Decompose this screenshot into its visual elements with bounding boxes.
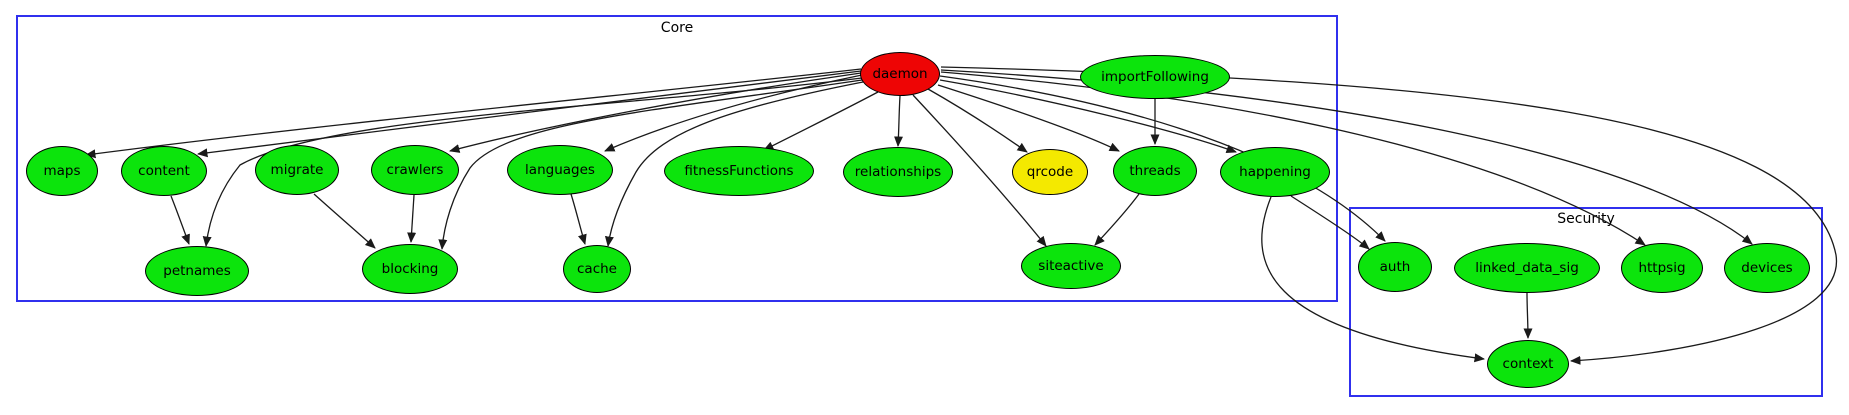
node-maps: maps: [26, 146, 98, 196]
cluster-core-label: Core: [660, 20, 694, 36]
node-httpsig: httpsig: [1621, 243, 1703, 293]
node-migrate: migrate: [255, 145, 339, 195]
edge-daemon-fitnessFunctions: [763, 91, 879, 151]
cluster-core: [16, 15, 1338, 302]
node-crawlers: crawlers: [371, 145, 459, 195]
edge-daemon-httpsig: [940, 71, 1646, 246]
edge-languages-cache: [570, 193, 587, 245]
edge-daemon-crawlers: [449, 72, 862, 153]
node-relationships: relationships: [843, 147, 953, 197]
node-petnames: petnames: [145, 246, 249, 296]
node-blocking: blocking: [362, 244, 458, 294]
cluster-security: [1349, 207, 1823, 397]
node-siteactive: siteactive: [1021, 243, 1121, 289]
edge-daemon-threads: [937, 84, 1120, 152]
edge-content-petnames: [170, 195, 190, 245]
node-qrcode: qrcode: [1012, 149, 1088, 195]
edge-daemon-relationships: [894, 95, 904, 147]
edge-daemon-qrcode: [927, 88, 1028, 153]
node-cache: cache: [563, 245, 631, 293]
node-happening: happening: [1220, 147, 1330, 197]
node-devices: devices: [1724, 243, 1810, 293]
node-auth: auth: [1358, 242, 1432, 292]
edge-daemon-siteactive: [912, 94, 1047, 247]
edge-daemon-cache: [604, 81, 864, 247]
node-daemon: daemon: [860, 52, 940, 96]
edge-daemon-happening: [939, 79, 1237, 154]
node-importFollowing: importFollowing: [1080, 55, 1230, 99]
edge-daemon-languages: [604, 74, 863, 152]
edge-linked_data_sig-context: [1523, 292, 1533, 339]
edge-daemon-petnames: [202, 77, 863, 247]
edge-daemon-content: [197, 70, 862, 158]
edge-daemon-blocking: [438, 79, 863, 250]
edge-threads-siteactive: [1094, 193, 1140, 246]
node-languages: languages: [507, 145, 613, 195]
edge-happening-context: [1261, 196, 1485, 363]
edge-crawlers-blocking: [407, 194, 417, 243]
edge-happening-auth: [1290, 195, 1370, 250]
node-linked_data_sig: linked_data_sig: [1454, 243, 1600, 293]
node-content: content: [121, 146, 207, 196]
node-threads: threads: [1113, 146, 1197, 196]
edge-daemon-context: [940, 66, 1837, 365]
edge-daemon-maps: [85, 68, 862, 159]
edge-migrate-blocking: [313, 193, 376, 249]
cluster-security-label: Security: [1557, 211, 1615, 227]
edge-daemon-auth: [939, 75, 1386, 242]
node-context: context: [1487, 340, 1569, 388]
node-fitnessFunctions: fitnessFunctions: [664, 146, 814, 196]
